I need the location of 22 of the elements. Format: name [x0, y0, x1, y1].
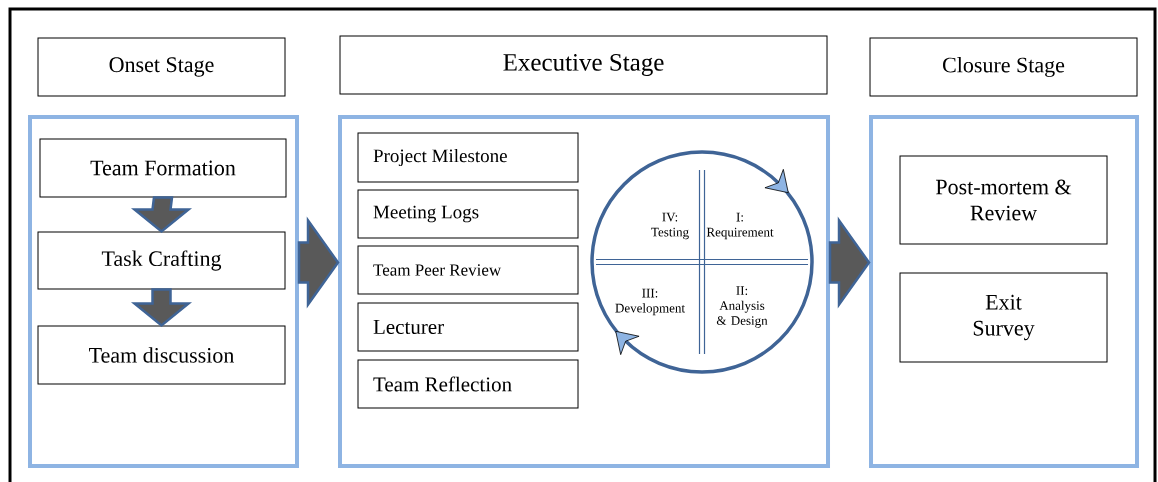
quadrant-label: III: Development [615, 288, 685, 316]
activity-box: Task Crafting [37, 231, 286, 290]
activity-box: Meeting Logs [357, 189, 579, 239]
block-arrow [828, 216, 871, 309]
quadrant-label: II: Analysis & Design [716, 286, 768, 328]
activity-box: Post-mortem & Review [899, 155, 1108, 245]
activity-box: Team Formation [39, 138, 287, 198]
block-arrow [131, 196, 192, 234]
activity-box: Team discussion [37, 325, 286, 385]
activity-box: Exit Survey [899, 272, 1108, 363]
quadrant-label: IV: Testing [651, 212, 689, 240]
stage-header: Onset Stage [37, 37, 286, 97]
block-arrow [131, 288, 192, 328]
quadrant-label: I: Requirement [706, 212, 774, 240]
activity-box: Team Reflection [357, 359, 579, 409]
activity-box: Team Peer Review [357, 245, 579, 295]
block-arrow [297, 216, 340, 309]
stage-header: Closure Stage [869, 37, 1138, 97]
activity-box: Lecturer [357, 302, 579, 352]
activity-box: Project Milestone [357, 132, 579, 183]
cycle-diagram [590, 150, 814, 374]
stage-header: Executive Stage [339, 35, 828, 95]
